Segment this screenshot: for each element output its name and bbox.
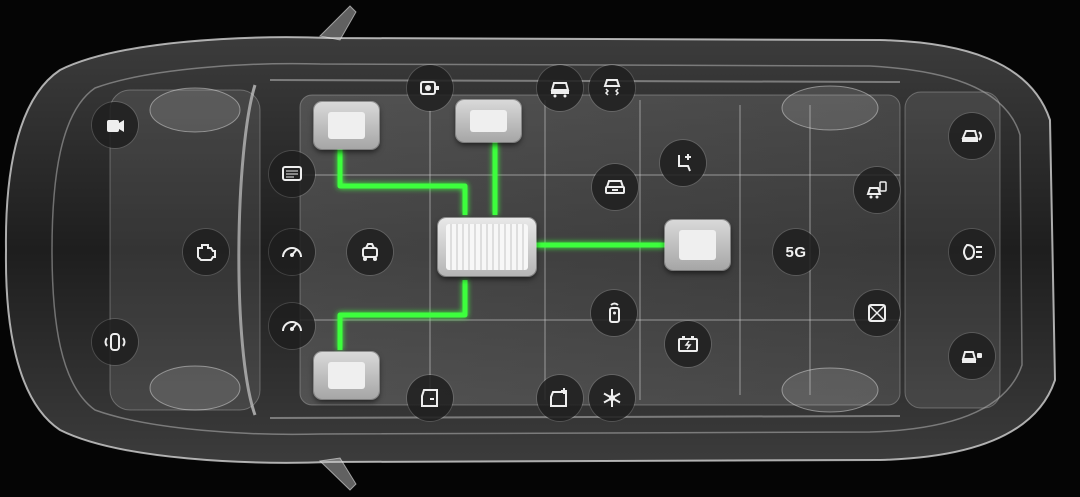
ecu-node-seat-heating-icon[interactable] <box>660 140 706 186</box>
seat-heating-icon <box>678 154 691 172</box>
ecu-node-airbag-seat-icon[interactable] <box>854 290 900 336</box>
camera-icon <box>107 120 124 132</box>
ecu-node-door-icon[interactable] <box>407 375 453 421</box>
connected-car-icon <box>866 181 887 199</box>
ecu-node-speedometer-icon[interactable] <box>269 303 315 349</box>
suspension-icon <box>603 79 621 96</box>
door-icon <box>421 389 438 407</box>
infotainment-icon <box>605 180 625 194</box>
climate-fan-icon <box>603 389 621 407</box>
speedometer-icon <box>282 321 302 332</box>
ecu-node-car-front-icon[interactable] <box>537 65 583 111</box>
ecu-module-front-center <box>456 100 521 142</box>
ecu-node-5g-icon[interactable]: 5G <box>773 229 819 275</box>
speedometer-icon <box>282 247 302 258</box>
ecu-module-rear-left <box>314 352 379 399</box>
rear-camera-icon <box>961 351 982 363</box>
ecu-node-remote-key-icon[interactable] <box>591 290 637 336</box>
left-mirror <box>318 5 357 41</box>
ecu-node-suspension-icon[interactable] <box>589 65 635 111</box>
ecu-node-speedometer-icon[interactable] <box>269 229 315 275</box>
remote-key-icon <box>609 302 620 323</box>
wheels <box>149 85 879 413</box>
rear-sensor-icon <box>961 130 982 142</box>
windshield-outline <box>237 84 257 416</box>
car-body-inner <box>51 62 1023 436</box>
network-links <box>337 142 665 350</box>
ecu-node-rear-sensor-icon[interactable] <box>949 113 995 159</box>
parking-sensor-icon <box>104 333 126 351</box>
ecu-node-display-screen-icon[interactable] <box>269 151 315 197</box>
ecu-node-steering-camera-icon[interactable] <box>407 65 453 111</box>
ecu-node-headlight-icon[interactable] <box>949 229 995 275</box>
door-lock-icon <box>550 388 567 407</box>
ecu-node-climate-fan-icon[interactable] <box>589 375 635 421</box>
ecu-node-camera-icon[interactable] <box>92 102 138 148</box>
battery-icon <box>678 336 698 352</box>
ecu-node-vehicle-dynamics-icon[interactable] <box>347 229 393 275</box>
steering-camera-icon <box>420 81 439 95</box>
car-front-icon <box>550 82 570 98</box>
right-mirror <box>318 457 357 491</box>
ecu-node-infotainment-icon[interactable] <box>592 164 638 210</box>
vehicle-dynamics-icon <box>362 243 378 261</box>
central-compute-unit <box>438 218 536 276</box>
5g-icon: 5G <box>785 243 807 261</box>
roof-outline <box>269 79 901 419</box>
ecu-node-connected-car-icon[interactable] <box>854 167 900 213</box>
ecu-node-door-lock-icon[interactable] <box>537 375 583 421</box>
engine-icon <box>197 244 216 261</box>
ecu-node-rear-camera-icon[interactable] <box>949 333 995 379</box>
headlight-icon <box>963 243 982 261</box>
airbag-seat-icon <box>868 304 886 322</box>
ecu-node-battery-icon[interactable] <box>665 321 711 367</box>
ecu-node-engine-icon[interactable] <box>183 229 229 275</box>
display-screen-icon <box>282 166 302 181</box>
ecu-module-rear-center <box>665 220 730 270</box>
ecu-node-parking-sensor-icon[interactable] <box>92 319 138 365</box>
ecu-module-front-left <box>314 102 379 149</box>
